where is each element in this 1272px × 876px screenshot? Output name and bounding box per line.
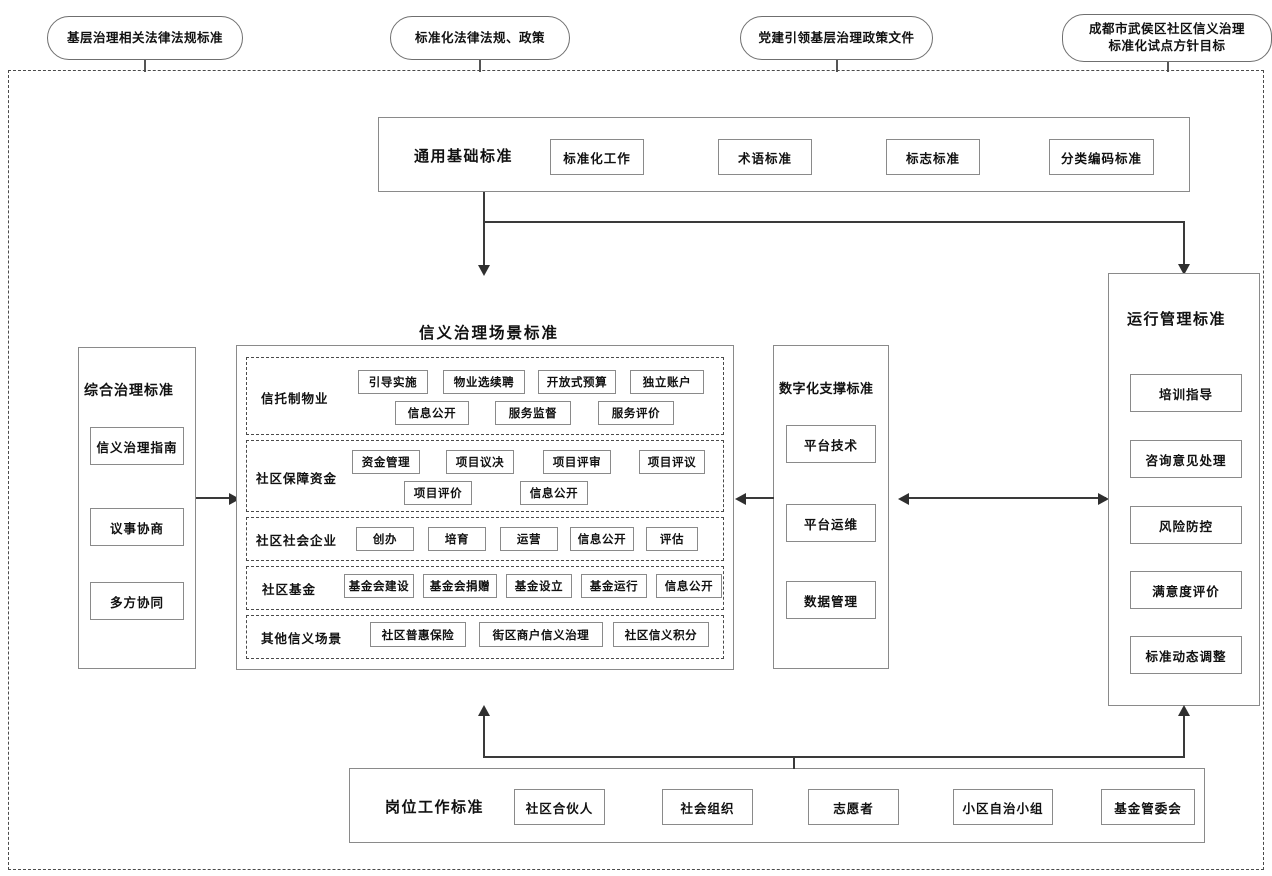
general-basic-item-2[interactable]: 标志标准 [886, 139, 980, 175]
scenario-group-0-item-1[interactable]: 物业选续聘 [443, 370, 525, 394]
scenario-group-0-item-5[interactable]: 服务监督 [495, 401, 571, 425]
operation-item-3[interactable]: 满意度评价 [1130, 571, 1242, 609]
scenario-group-3-item-1[interactable]: 基金会捐赠 [423, 574, 497, 598]
position-item-3[interactable]: 小区自治小组 [953, 789, 1053, 825]
stem-capsule-2 [479, 60, 481, 72]
arrowhead-position-to-operation [1178, 705, 1190, 716]
comprehensive-item-0[interactable]: 信义治理指南 [90, 427, 184, 465]
scenario-group-4-frame [246, 615, 724, 659]
operation-item-4[interactable]: 标准动态调整 [1130, 636, 1242, 674]
scenario-group-0-label: 信托制物业 [261, 390, 329, 406]
scenario-group-1-item-3[interactable]: 项目评议 [639, 450, 705, 474]
digital-item-1[interactable]: 平台运维 [786, 504, 876, 542]
external-input-capsule-4: 成都市武侯区社区信义治理 标准化试点方针目标 [1062, 14, 1272, 62]
arrowhead-digital-to-scenario [735, 493, 746, 505]
position-item-0[interactable]: 社区合伙人 [514, 789, 605, 825]
connector-position-bus [483, 756, 1185, 758]
scenario-group-3-frame [246, 566, 724, 610]
scenario-group-4-label: 其他信义场景 [261, 630, 343, 646]
arrowhead-to-operation [1178, 264, 1190, 275]
scenario-group-0-item-0[interactable]: 引导实施 [358, 370, 428, 394]
operation-panel [1108, 273, 1260, 706]
comprehensive-item-2[interactable]: 多方协同 [90, 582, 184, 620]
scenario-group-0-item-4[interactable]: 信息公开 [395, 401, 469, 425]
position-panel [349, 768, 1205, 843]
arrowhead-digital-to-operation [1098, 493, 1109, 505]
scenario-group-1-label: 社区保障资金 [256, 470, 338, 486]
stem-capsule-3 [836, 60, 838, 72]
connector-position-up [793, 757, 795, 769]
position-title: 岗位工作标准 [385, 798, 485, 816]
external-input-capsule-3: 党建引领基层治理政策文件 [740, 16, 933, 60]
scenario-group-2-item-1[interactable]: 培育 [428, 527, 486, 551]
scenario-group-0-frame [246, 357, 724, 435]
position-item-2[interactable]: 志愿者 [808, 789, 899, 825]
arrowhead-comprehensive [229, 493, 240, 505]
scenario-group-0-item-3[interactable]: 独立账户 [630, 370, 704, 394]
scenario-group-1-frame [246, 440, 724, 512]
comprehensive-item-1[interactable]: 议事协商 [90, 508, 184, 546]
general-basic-title: 通用基础标准 [414, 147, 514, 165]
external-input-capsule-2: 标准化法律法规、政策 [390, 16, 570, 60]
connector-general-down [483, 192, 485, 222]
scenario-group-1-item-0[interactable]: 资金管理 [352, 450, 420, 474]
connector-to-operation [1183, 221, 1185, 267]
scenario-group-3-item-2[interactable]: 基金设立 [506, 574, 572, 598]
scenario-group-0-item-6[interactable]: 服务评价 [598, 401, 674, 425]
connector-digital-operation [904, 497, 1106, 499]
scenario-group-3-item-3[interactable]: 基金运行 [581, 574, 647, 598]
operation-item-0[interactable]: 培训指导 [1130, 374, 1242, 412]
scenario-group-4-item-1[interactable]: 街区商户信义治理 [479, 622, 603, 647]
position-item-1[interactable]: 社会组织 [662, 789, 753, 825]
external-input-capsule-1: 基层治理相关法律法规标准 [47, 16, 243, 60]
stem-capsule-1 [144, 60, 146, 72]
scenario-group-2-item-0[interactable]: 创办 [356, 527, 414, 551]
scenario-group-2-item-3[interactable]: 信息公开 [570, 527, 634, 551]
operation-item-2[interactable]: 风险防控 [1130, 506, 1242, 544]
digital-title: 数字化支撑标准 [779, 382, 874, 397]
scenario-group-2-item-2[interactable]: 运营 [500, 527, 558, 551]
general-basic-item-1[interactable]: 术语标准 [718, 139, 812, 175]
comprehensive-title: 综合治理标准 [84, 383, 174, 399]
scenario-group-3-item-4[interactable]: 信息公开 [656, 574, 722, 598]
scenario-group-1-item-4[interactable]: 项目评价 [404, 481, 472, 505]
position-item-4[interactable]: 基金管委会 [1101, 789, 1195, 825]
scenario-group-1-item-5[interactable]: 信息公开 [520, 481, 588, 505]
digital-item-0[interactable]: 平台技术 [786, 425, 876, 463]
arrowhead-operation-to-digital [898, 493, 909, 505]
scenario-group-1-item-1[interactable]: 项目议决 [446, 450, 514, 474]
connector-position-to-operation [1183, 714, 1185, 757]
general-basic-item-3[interactable]: 分类编码标准 [1049, 139, 1154, 175]
operation-item-1[interactable]: 咨询意见处理 [1130, 440, 1242, 478]
scenario-group-0-item-2[interactable]: 开放式预算 [538, 370, 616, 394]
scenario-group-3-label: 社区基金 [262, 581, 317, 597]
operation-title: 运行管理标准 [1127, 310, 1227, 328]
connector-digital-to-scenario [740, 497, 774, 499]
scenario-group-2-label: 社区社会企业 [256, 532, 338, 548]
general-basic-item-0[interactable]: 标准化工作 [550, 139, 644, 175]
scenario-title: 信义治理场景标准 [413, 321, 566, 343]
stem-capsule-4 [1167, 62, 1169, 72]
scenario-group-4-item-2[interactable]: 社区信义积分 [613, 622, 709, 647]
scenario-group-1-item-2[interactable]: 项目评审 [543, 450, 611, 474]
external-input-label: 基层治理相关法律法规标准 [66, 29, 223, 45]
connector-position-to-scenario [483, 714, 485, 757]
external-input-label: 标准化法律法规、政策 [414, 29, 545, 45]
connector-to-scenario [483, 221, 485, 268]
arrowhead-to-scenario [478, 265, 490, 276]
scenario-group-3-item-0[interactable]: 基金会建设 [344, 574, 414, 598]
system-boundary [8, 70, 1264, 870]
scenario-group-2-item-4[interactable]: 评估 [646, 527, 698, 551]
connector-general-bus [483, 221, 1184, 223]
external-input-label: 党建引领基层治理政策文件 [758, 29, 915, 45]
arrowhead-position-to-scenario [478, 705, 490, 716]
scenario-group-2-frame [246, 517, 724, 561]
connector-comprehensive-to-scenario [196, 497, 234, 499]
digital-item-2[interactable]: 数据管理 [786, 581, 876, 619]
external-input-label: 成都市武侯区社区信义治理 标准化试点方针目标 [1088, 21, 1245, 53]
scenario-group-4-item-0[interactable]: 社区普惠保险 [370, 622, 466, 647]
